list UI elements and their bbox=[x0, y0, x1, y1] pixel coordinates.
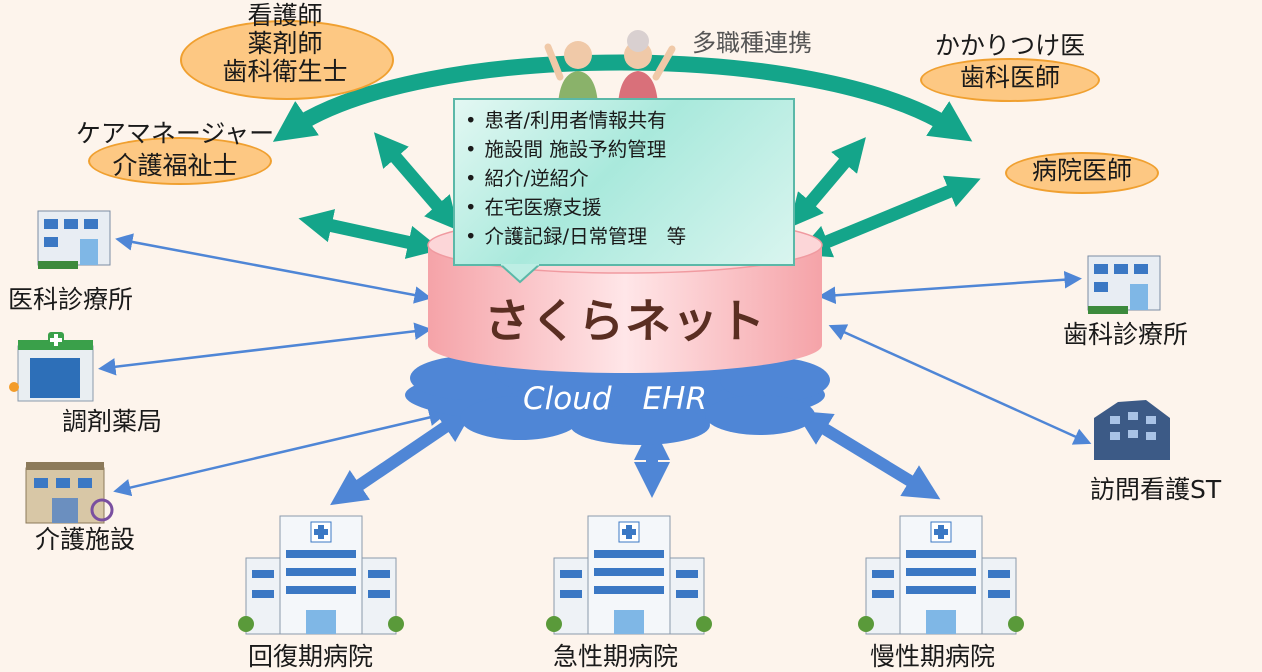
care-group: ケアマネージャー 介護福祉士 bbox=[40, 118, 310, 182]
arrow-carefacility bbox=[113, 408, 447, 497]
collaboration-arc bbox=[272, 54, 973, 142]
acute-hospital-icon bbox=[546, 515, 712, 635]
clinic-building-icon bbox=[37, 210, 111, 269]
pharmacy-label: 調剤薬局 bbox=[62, 407, 163, 436]
care-manager: ケアマネージャー bbox=[75, 119, 275, 148]
dental-building-icon bbox=[1087, 255, 1161, 314]
staff-dental-hygienist: 歯科衛生士 bbox=[222, 57, 348, 86]
arrow-chronic bbox=[794, 410, 941, 500]
network-name: さくらネット bbox=[484, 294, 766, 348]
arrow-visiting bbox=[828, 324, 1092, 445]
care-worker: 介護福祉士 bbox=[112, 151, 238, 180]
staff-pharmacist: 薬剤師 bbox=[247, 29, 323, 58]
arrow-clinic bbox=[115, 233, 432, 304]
care-facility-label: 介護施設 bbox=[35, 525, 136, 554]
cloud-label: Cloud EHR bbox=[523, 381, 707, 417]
arrow-familydoc-db bbox=[789, 137, 866, 228]
arrow-care-db bbox=[298, 209, 442, 259]
arrow-pharmacy bbox=[98, 322, 432, 376]
hospital-doctor-label: 病院医師 bbox=[1031, 156, 1132, 185]
hospdoc-oval bbox=[1005, 152, 1159, 194]
dentist: 歯科医師 bbox=[959, 63, 1060, 92]
arrow-recovery bbox=[330, 406, 475, 506]
recovery-hospital-icon bbox=[238, 515, 404, 635]
acute-hospital-label: 急性期病院 bbox=[553, 642, 679, 671]
familydoc-group: かかりつけ医 歯科医師 bbox=[905, 30, 1115, 94]
elderly-people-illustration bbox=[544, 30, 676, 105]
dental-clinic-label: 歯科診療所 bbox=[1063, 320, 1189, 349]
arrow-hospdoc-db bbox=[796, 175, 981, 258]
arrow-staff-db bbox=[373, 132, 460, 231]
visiting-nurse-label: 訪問看護ST bbox=[1090, 475, 1222, 504]
visiting-nurse-building-icon bbox=[1094, 400, 1170, 460]
chronic-hospital-label: 慢性期病院 bbox=[870, 642, 996, 671]
feature-item: 在宅医療支援 bbox=[465, 193, 793, 222]
chronic-hospital-icon bbox=[858, 515, 1024, 635]
care-oval bbox=[88, 137, 272, 185]
callout-tail bbox=[500, 264, 541, 284]
feature-item: 施設間 施設予約管理 bbox=[465, 135, 793, 164]
familydoc-oval bbox=[920, 58, 1100, 102]
features-callout: 患者/利用者情報共有 施設間 施設予約管理 紹介/逆紹介 在宅医療支援 介護記録… bbox=[453, 98, 795, 266]
staff-nurse: 看護師 bbox=[247, 1, 323, 30]
staff-oval bbox=[180, 20, 394, 100]
cloud-shape bbox=[405, 348, 830, 445]
medical-clinic-label: 医科診療所 bbox=[8, 285, 134, 314]
feature-item: 紹介/逆紹介 bbox=[465, 164, 793, 193]
staff-group: 看護師 薬剤師 歯科衛生士 bbox=[195, 2, 375, 86]
collaboration-title: 多職種連携 bbox=[692, 29, 812, 57]
feature-item: 介護記録/日常管理 等 bbox=[465, 222, 793, 251]
recovery-hospital-label: 回復期病院 bbox=[248, 642, 374, 671]
arrow-dental bbox=[818, 270, 1082, 305]
feature-item: 患者/利用者情報共有 bbox=[465, 106, 793, 135]
family-doctor: かかりつけ医 bbox=[934, 31, 1086, 60]
care-facility-icon bbox=[25, 462, 114, 524]
pharmacy-icon bbox=[9, 332, 94, 402]
